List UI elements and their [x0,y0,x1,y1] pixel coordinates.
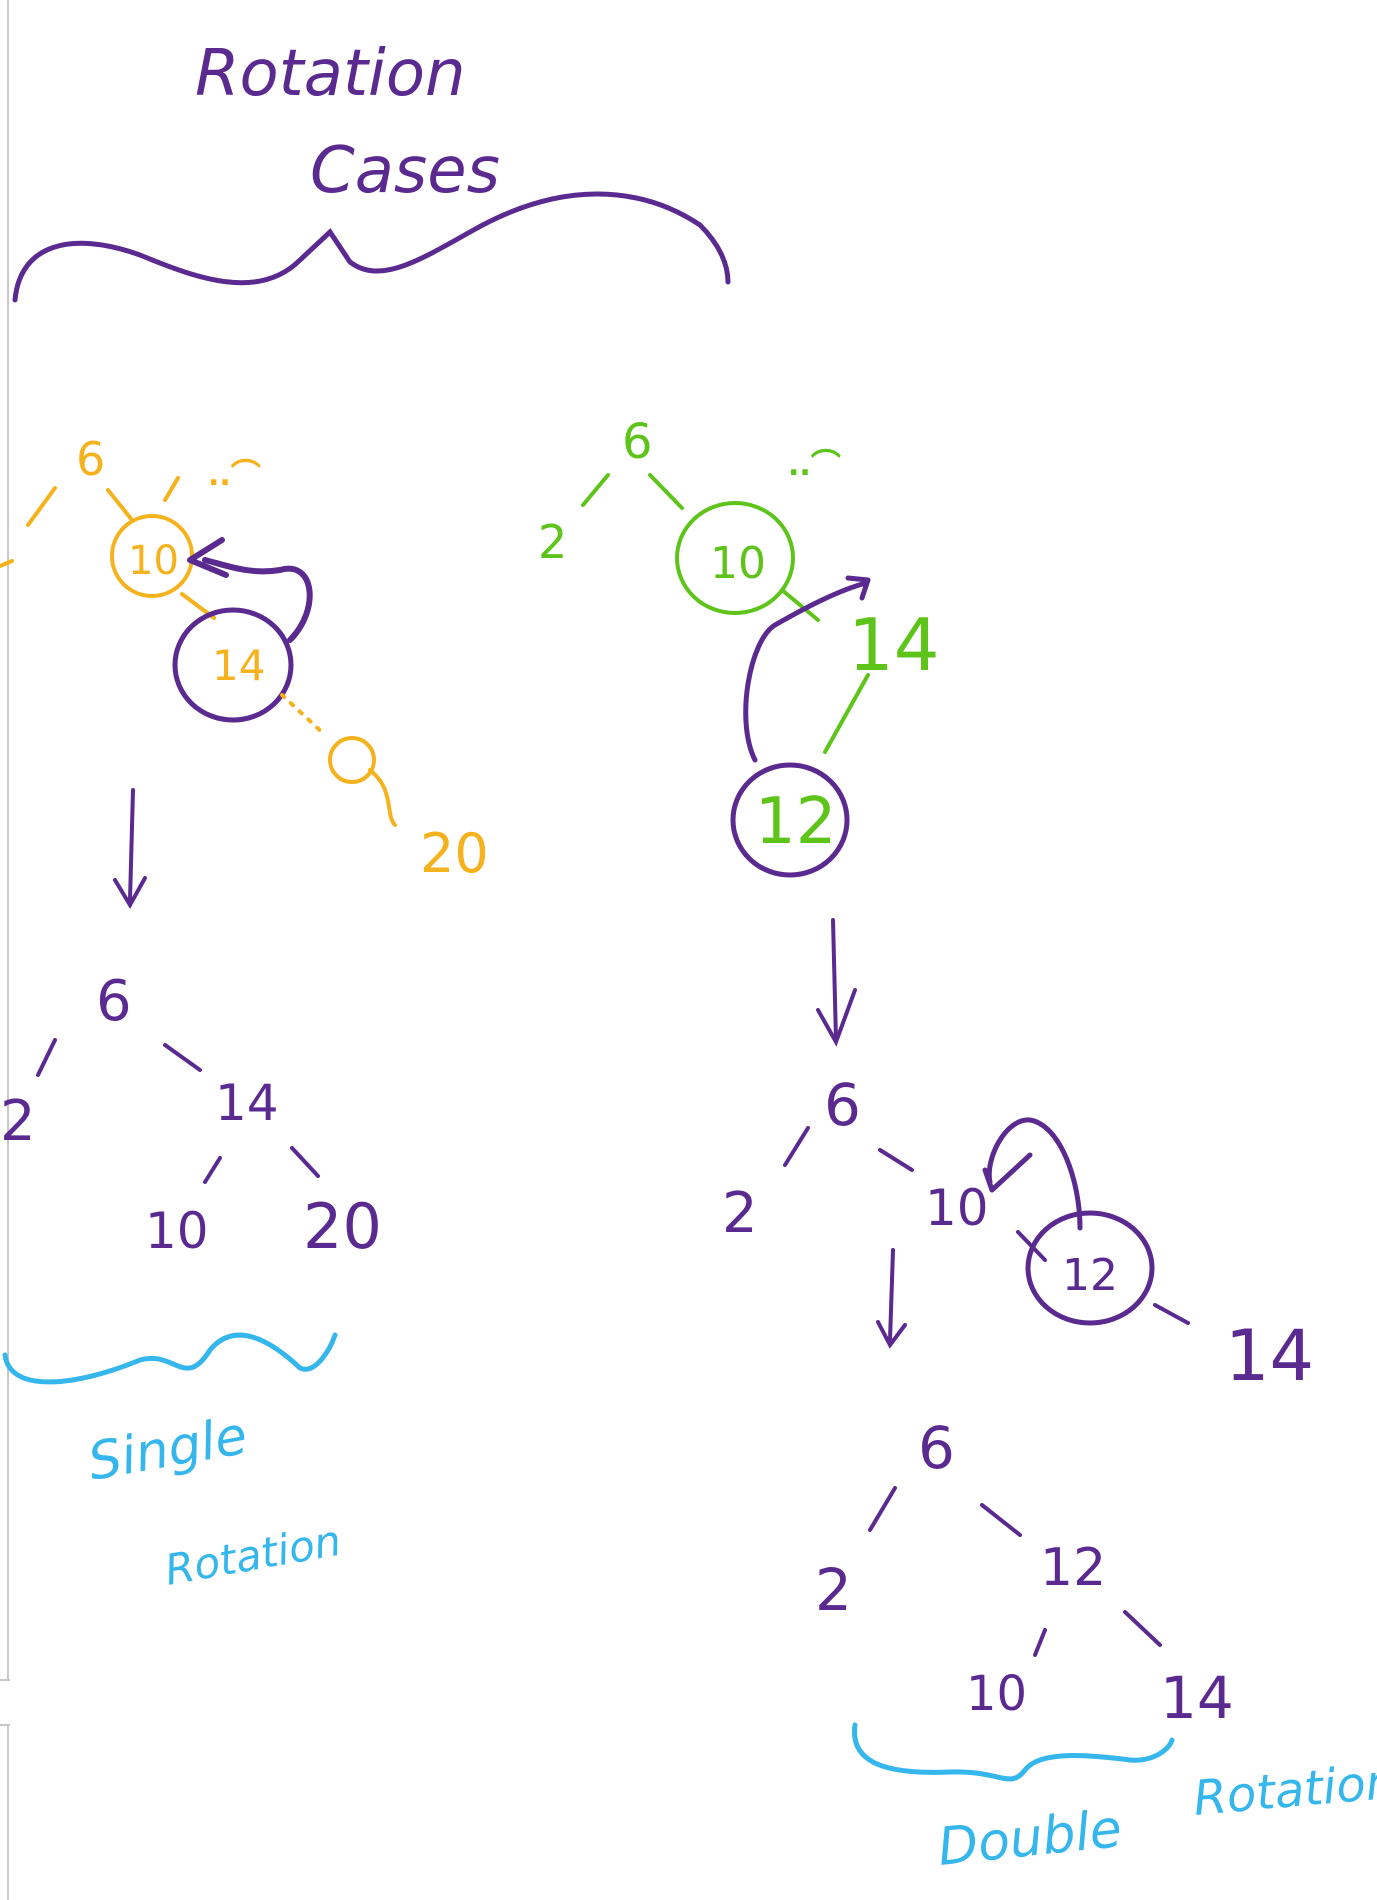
arrowhead-icon [113,876,147,909]
double-middle-node-6: 6 [824,1071,861,1139]
double-rotation-label-block: Double Rotation [851,1722,1377,1878]
single-before-tree: 6 ..⌒ 10 14 20 [0,432,489,885]
single-after-edge-6-2 [36,1038,57,1077]
single-after-tree: 6 2 14 10 20 [0,969,382,1263]
double-after-node-12: 12 [1040,1538,1106,1598]
single-before-circle-14 [172,607,294,723]
single-label-line2: Rotation [161,1516,344,1595]
single-rotation-label-block: Single Rotation [2,1332,345,1595]
double-middle-edge-6-10 [878,1148,914,1172]
double-down-arrow-1 [816,918,857,1047]
single-before-node-6: 6 [76,432,105,486]
single-before-edge-to-20 [368,768,397,827]
double-before-rotation-arrow [743,580,869,763]
single-before-node-14: 14 [212,641,265,690]
double-middle-edge-12-14 [1153,1303,1190,1325]
double-before-node-14: 14 [848,603,940,687]
arrowhead-icon [982,1152,1033,1193]
single-before-node-10: 10 [128,538,179,584]
single-after-node-10: 10 [145,1202,209,1260]
double-before-node-10: 10 [710,538,766,589]
single-after-edge-14-20 [290,1146,320,1178]
single-before-rotation-arrow [202,557,313,643]
double-after-edge-6-12 [980,1503,1022,1537]
double-after-edge-6-2 [868,1486,897,1532]
double-before-node-6: 6 [622,414,653,470]
double-after-node-6: 6 [918,1414,955,1482]
double-middle-circle-12 [1025,1210,1155,1326]
single-before-edge-10-up [163,476,180,502]
double-before-tree: 6 2 ..⌒ 10 14 12 [538,414,940,878]
double-middle-node-2: 2 [722,1181,758,1246]
single-before-edge-14-20-dotted [280,693,327,737]
double-middle-node-12: 12 [1062,1250,1118,1301]
double-middle-node-14: 14 [1225,1315,1314,1397]
double-after-node-2: 2 [815,1556,852,1624]
single-after-node-14: 14 [215,1074,279,1132]
single-after-node-2: 2 [0,1089,36,1154]
single-before-edge-6-10 [106,488,134,522]
title-brace [12,191,731,303]
arrowhead-icon [845,575,871,601]
single-after-node-6: 6 [96,969,132,1034]
double-before-edge-14-12 [823,673,870,754]
double-label-line2: Rotation [1191,1753,1377,1826]
double-middle-tree: 6 2 10 12 14 [722,1071,1314,1397]
double-after-edge-12-10 [1033,1628,1047,1657]
title-block: Rotation Cases [12,37,731,303]
double-before-edge-6-10 [648,473,684,510]
double-before-sad-face: ..⌒ [788,448,841,483]
single-before-edge-left-stub [0,559,14,568]
double-label-line1: Double [935,1799,1125,1878]
single-brace [2,1332,338,1385]
double-middle-node-10: 10 [925,1179,989,1237]
single-down-arrow [113,788,147,909]
double-down-arrow-2 [876,1248,907,1349]
down-arrow-icon [128,788,135,902]
down-arrow-icon [831,918,838,1042]
single-label-line1: Single [84,1406,252,1493]
double-before-circle-12 [730,762,850,878]
title-cases: Cases [310,134,500,208]
arrowhead-icon [187,537,229,578]
double-middle-rotation-arrow [986,1117,1083,1231]
single-before-sad-face: ..⌒ [208,458,261,493]
double-before-node-2: 2 [538,515,567,569]
double-middle-edge-6-2 [783,1126,810,1167]
single-after-node-20: 20 [303,1190,382,1263]
single-before-edge-6-left [26,486,57,527]
single-before-circle-20 [328,736,376,784]
double-after-tree: 6 2 12 10 14 [815,1414,1234,1732]
double-before-circle-10 [675,501,795,615]
double-after-node-10: 10 [966,1666,1027,1722]
single-before-node-20: 20 [420,822,489,885]
down-arrow-icon [888,1248,895,1342]
double-before-edge-10-14 [780,588,820,622]
double-before-edge-6-2 [581,473,610,507]
double-brace [851,1722,1175,1782]
double-after-edge-12-14 [1123,1610,1162,1647]
arrowhead-icon [816,988,857,1047]
title-rotation: Rotation [195,37,466,111]
single-after-edge-14-10 [203,1156,222,1184]
double-before-node-12: 12 [755,785,836,859]
single-after-edge-6-14 [163,1043,202,1072]
double-after-node-14: 14 [1160,1664,1234,1732]
arrowhead-icon [876,1320,907,1349]
